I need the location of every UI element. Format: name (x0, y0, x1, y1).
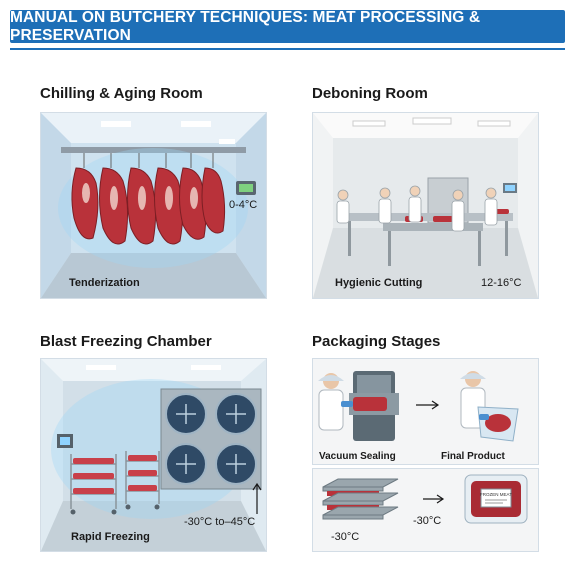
deboning-heading: Deboning Room (312, 85, 428, 102)
freezing-chamber-panel: -30°C to–45°C Rapid Freezing (40, 358, 267, 552)
chilling-heading: Chilling & Aging Room (40, 85, 203, 102)
page-title: MANUAL ON BUTCHERY TECHNIQUES: MEAT PROC… (10, 8, 481, 44)
freezing-temperature: -30°C to–45°C (184, 516, 256, 528)
packaging-bottom-panel: FROZEN MEAT -30°C -30°C (312, 468, 539, 552)
deboning-caption: Hygienic Cutting (335, 277, 423, 289)
freezing-chamber-illustration (41, 359, 266, 551)
plate-freezer-illustration: FROZEN MEAT (322, 474, 528, 524)
package-label: FROZEN MEAT (480, 492, 512, 497)
freezing-heading: Blast Freezing Chamber (40, 333, 212, 350)
deboning-room-panel: Hygienic Cutting 12-16°C (312, 112, 539, 299)
title-banner: MANUAL ON BUTCHERY TECHNIQUES: MEAT PROC… (10, 8, 565, 44)
packaged-temperature: -30°C (413, 515, 442, 527)
packaging-heading: Packaging Stages (312, 333, 441, 350)
vacuum-sealing-caption: Vacuum Sealing (319, 451, 396, 462)
packaging-top-panel: Vacuum Sealing Final Product (312, 358, 539, 465)
vacuum-sealing-illustration (318, 371, 519, 442)
final-product-caption: Final Product (441, 451, 505, 462)
chilling-room-panel: 0-4°C Tenderization (40, 112, 267, 299)
chilling-room-illustration (41, 113, 266, 298)
deboning-temperature: 12-16°C (481, 277, 522, 289)
chilling-temperature: 0-4°C (229, 199, 258, 211)
title-underline (10, 48, 565, 50)
plate-freezer-temperature: -30°C (331, 531, 360, 543)
chilling-caption: Tenderization (69, 277, 140, 289)
deboning-room-illustration (313, 113, 538, 298)
freezing-caption: Rapid Freezing (71, 531, 150, 543)
